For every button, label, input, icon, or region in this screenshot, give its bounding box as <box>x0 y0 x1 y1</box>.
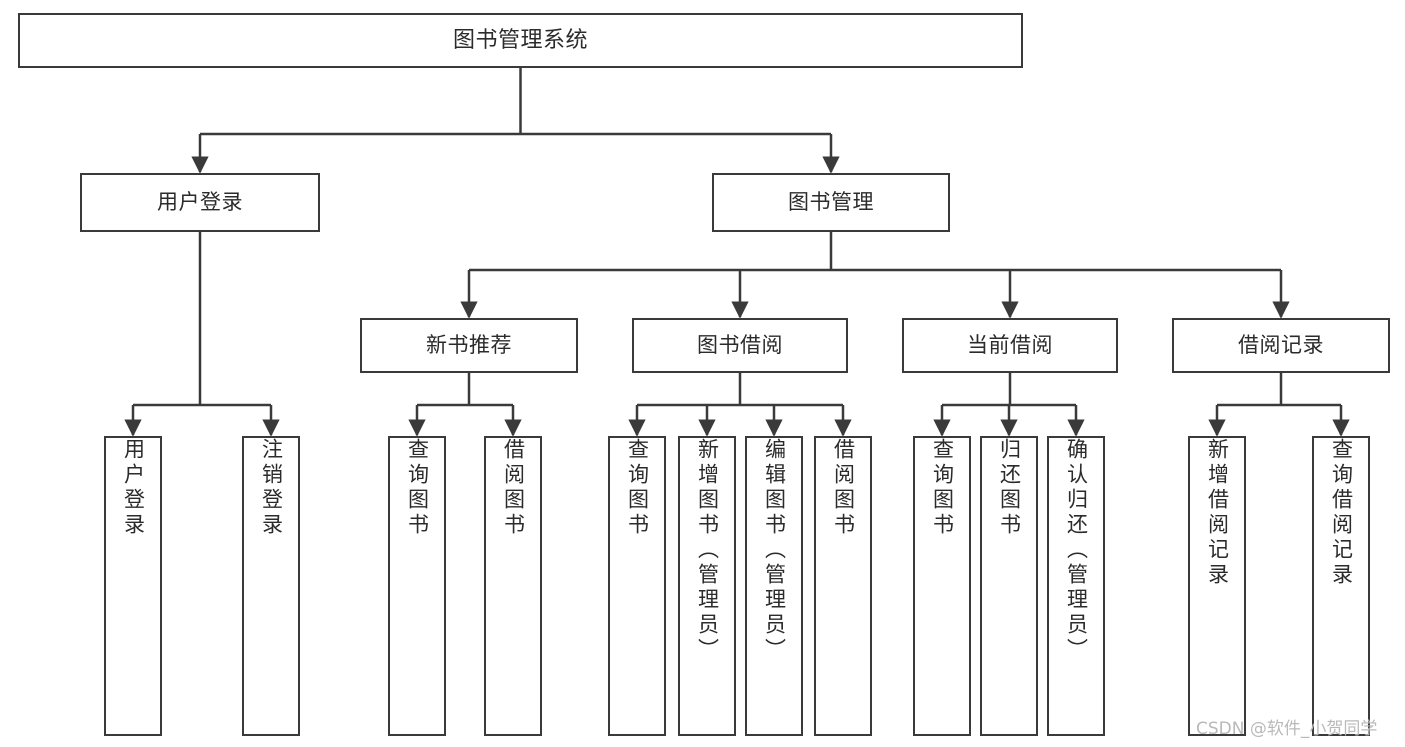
node-l_cu_confirm[interactable]: 确认归还（管理员） <box>1047 436 1105 736</box>
node-label: 借阅记录 <box>1238 333 1324 358</box>
node-l_cu_return[interactable]: 归还图书 <box>980 436 1038 736</box>
node-newbook[interactable]: 新书推荐 <box>360 318 578 373</box>
node-label: 当前借阅 <box>967 333 1053 358</box>
node-l_bo_lend[interactable]: 借阅图书 <box>814 436 872 736</box>
node-label: 图书管理系统 <box>452 27 588 53</box>
node-l_bo_query[interactable]: 查询图书 <box>608 436 666 736</box>
node-l_nb_query[interactable]: 查询图书 <box>388 436 446 736</box>
node-label: 用户登录 <box>121 438 146 538</box>
node-l_bo_edit[interactable]: 编辑图书（管理员） <box>745 436 803 736</box>
node-label: 查询图书 <box>625 438 650 538</box>
node-label: 查询图书 <box>930 438 955 538</box>
node-label: 新书推荐 <box>426 333 512 358</box>
csdn-watermark: CSDN @软件_小贺同学 <box>1196 719 1378 739</box>
node-label: 新增图书（管理员） <box>695 438 720 663</box>
node-label: 借阅图书 <box>831 438 856 538</box>
node-root[interactable]: 图书管理系统 <box>18 13 1023 68</box>
node-label: 查询借阅记录 <box>1329 438 1354 588</box>
node-login[interactable]: 用户登录 <box>80 173 320 232</box>
node-label: 确认归还（管理员） <box>1064 438 1089 663</box>
node-label: 查询图书 <box>405 438 430 538</box>
node-l_cu_query[interactable]: 查询图书 <box>913 436 971 736</box>
node-label: 归还图书 <box>997 438 1022 538</box>
node-label: 编辑图书（管理员） <box>762 438 787 663</box>
node-label: 借阅图书 <box>501 438 526 538</box>
node-l_nb_borrow[interactable]: 借阅图书 <box>484 436 542 736</box>
node-label: 用户登录 <box>157 190 243 215</box>
node-records[interactable]: 借阅记录 <box>1172 318 1390 373</box>
node-bookmgmt[interactable]: 图书管理 <box>712 173 950 232</box>
node-label: 注销登录 <box>259 438 284 538</box>
node-l_logout[interactable]: 注销登录 <box>242 436 300 736</box>
node-current[interactable]: 当前借阅 <box>902 318 1118 373</box>
node-label: 图书借阅 <box>697 333 783 358</box>
node-borrow[interactable]: 图书借阅 <box>632 318 848 373</box>
node-l_userlogin[interactable]: 用户登录 <box>104 436 162 736</box>
node-label: 图书管理 <box>788 190 874 215</box>
node-l_bo_add[interactable]: 新增图书（管理员） <box>678 436 736 736</box>
node-label: 新增借阅记录 <box>1205 438 1230 588</box>
node-l_re_add[interactable]: 新增借阅记录 <box>1188 436 1246 736</box>
node-l_re_query[interactable]: 查询借阅记录 <box>1312 436 1370 736</box>
